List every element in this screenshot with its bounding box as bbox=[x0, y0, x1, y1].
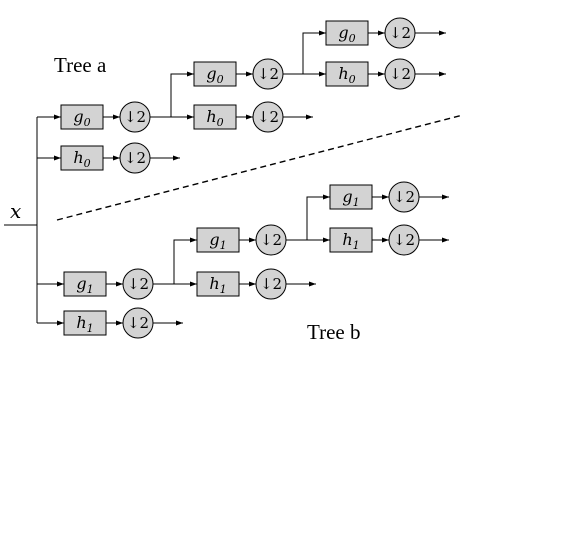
tree-b-l1-g1-filter bbox=[63, 271, 107, 297]
input-x-label: x bbox=[10, 199, 21, 223]
tree-b-l1-g1-filter-label: g1 bbox=[76, 274, 93, 296]
tree-a-l3-g0-input bbox=[283, 30, 326, 75]
tree-b-label: Tree b bbox=[307, 320, 360, 344]
tree-b-l3-g1-input bbox=[286, 194, 330, 241]
tree-a-label: Tree a bbox=[54, 53, 107, 77]
tree-b-l2-h1-filter bbox=[196, 271, 240, 297]
tree-a-l2-g0-filter-label: g0 bbox=[206, 64, 223, 86]
tree-a-l2-g0-input bbox=[150, 71, 194, 118]
tree-b-l2-g1-downsampler-label: ↓2 bbox=[260, 231, 282, 249]
tree-b-l1-h1-filter bbox=[63, 310, 107, 336]
tree-a-l3-g0-filter-label: g0 bbox=[338, 23, 355, 45]
tree-b-l3-g1-downsampler-label: ↓2 bbox=[393, 188, 415, 206]
tree-a-l3-g0-downsampler-label: ↓2 bbox=[389, 24, 411, 42]
tree-a-l2-h0-filter-label: h0 bbox=[206, 107, 223, 129]
tree-b-l2-g1-filter bbox=[196, 227, 240, 253]
tree-a-l1-g0-filter bbox=[60, 104, 104, 130]
tree-b-l3-h1-downsampler-label: ↓2 bbox=[393, 231, 415, 249]
tree-a-l1-g0-filter-label: g0 bbox=[73, 107, 90, 129]
tree-b-l3-h1-filter-label: h1 bbox=[342, 230, 359, 252]
tree-b-l2-h1-filter-label: h1 bbox=[209, 274, 226, 296]
tree-b-l2-g1-input bbox=[153, 237, 197, 285]
tree-a-l3-h0-filter-label: h0 bbox=[338, 64, 355, 86]
tree-a-l2-g0-filter bbox=[193, 61, 237, 87]
tree-b-l1-h1-filter-label: h1 bbox=[76, 313, 93, 335]
tree-a-l1-h0-downsampler-label: ↓2 bbox=[124, 149, 146, 167]
tree-b-l2-h1-downsampler-label: ↓2 bbox=[260, 275, 282, 293]
tree-a-l2-h0-downsampler-label: ↓2 bbox=[257, 108, 279, 126]
tree-a-l2-g0-downsampler-label: ↓2 bbox=[257, 65, 279, 83]
tree-b-l1-h1-downsampler-label: ↓2 bbox=[127, 314, 149, 332]
tree-a-l1-h0-filter-label: h0 bbox=[73, 148, 90, 170]
tree-b-l2-g1-filter-label: g1 bbox=[209, 230, 226, 252]
tree-b-l1-g1-downsampler-label: ↓2 bbox=[127, 275, 149, 293]
tree-a-l1-g0-downsampler-label: ↓2 bbox=[124, 108, 146, 126]
tree-b-l3-g1-filter-label: g1 bbox=[342, 187, 359, 209]
tree-a-l3-h0-downsampler-label: ↓2 bbox=[389, 65, 411, 83]
